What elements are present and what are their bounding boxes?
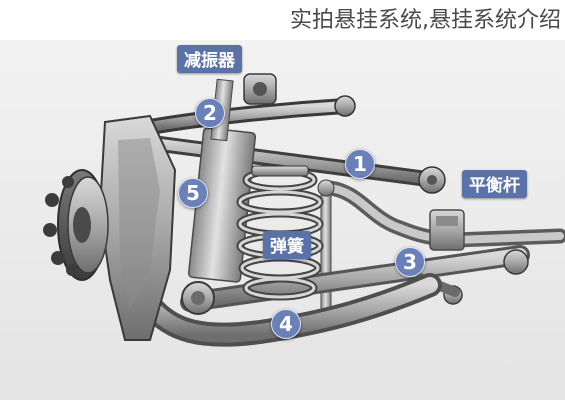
label-stabilizer-bar: 平衡杆 bbox=[462, 170, 527, 198]
upper-arm-1 bbox=[122, 132, 446, 194]
marker-2: 2 bbox=[195, 98, 225, 128]
upper-arm-2 bbox=[137, 95, 356, 136]
marker-3: 3 bbox=[395, 247, 425, 277]
label-shock-absorber: 减振器 bbox=[177, 45, 242, 73]
marker-5: 5 bbox=[178, 178, 208, 208]
headline-text: 实拍悬挂系统,悬挂系统介绍 bbox=[290, 8, 561, 33]
wheel-knuckle bbox=[98, 114, 177, 341]
suspension-illustration bbox=[0, 40, 565, 400]
wheel-hub bbox=[43, 169, 109, 281]
stabilizer-bar bbox=[322, 180, 565, 251]
marker-1: 1 bbox=[345, 149, 375, 179]
marker-4: 4 bbox=[271, 309, 301, 339]
suspension-photo bbox=[0, 40, 565, 400]
spring-seat bbox=[251, 165, 309, 177]
label-spring: 弹簧 bbox=[263, 231, 311, 259]
lower-arm-4 bbox=[138, 273, 442, 347]
